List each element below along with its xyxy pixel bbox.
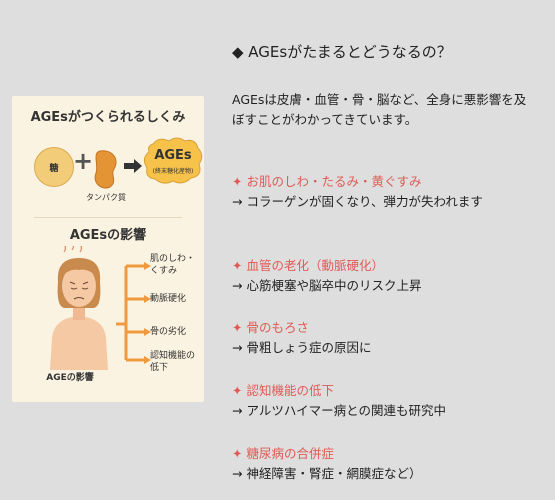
item-desc: → 心筋梗塞や脳卒中のリスク上昇: [232, 278, 422, 293]
protein-label: タンパク質: [86, 193, 126, 202]
effects-title: AGEsの影響: [69, 228, 147, 243]
item-bones: ✦ 骨のもろさ → 骨粗しょう症の原因に: [232, 318, 542, 358]
effects-arrows: [116, 262, 151, 364]
tired-person-illustration: [50, 246, 108, 370]
item-title: ✦ お肌のしわ・たるみ・黄ぐすみ: [232, 174, 422, 189]
item-desc: → コラーゲンが固くなり、弾力が失われます: [232, 194, 483, 209]
item-desc: → アルツハイマー病との関連も研究中: [232, 403, 446, 418]
arrow-right-icon: [124, 159, 142, 173]
ages-blob-shape: [143, 137, 203, 184]
ages-label: AGEs: [154, 148, 192, 163]
item-title: ✦ 認知機能の低下: [232, 383, 334, 398]
effect-skin: 肌のしわ・くすみ: [150, 254, 196, 276]
item-desc: → 骨粗しょう症の原因に: [232, 340, 372, 355]
infographic-title: AGEsがつくられるしくみ: [30, 110, 186, 125]
sugar-circle: 糖: [34, 147, 74, 187]
item-title: ✦ 血管の老化（動脈硬化）: [232, 258, 384, 273]
protein-bean-icon: [94, 150, 117, 189]
person-label: AGEの影響: [46, 373, 94, 383]
plus-icon: +: [73, 147, 94, 175]
effect-bone: 骨の劣化: [150, 327, 187, 337]
item-skin: ✦ お肌のしわ・たるみ・黄ぐすみ → コラーゲンが固くなり、弾力が失われます: [232, 172, 542, 212]
item-title: ✦ 骨のもろさ: [232, 320, 309, 335]
effect-cognitive: 認知機能の低下: [150, 351, 196, 373]
item-vessels: ✦ 血管の老化（動脈硬化） → 心筋梗塞や脳卒中のリスク上昇: [232, 256, 542, 296]
item-desc: → 神経障害・腎症・網膜症など）: [232, 466, 422, 481]
item-diabetes: ✦ 糖尿病の合併症 → 神経障害・腎症・網膜症など）: [232, 444, 542, 484]
ages-sub-label: (終末糖化産物): [152, 168, 194, 175]
item-cognitive: ✦ 認知機能の低下 → アルツハイマー病との関連も研究中: [232, 381, 542, 421]
ages-infographic: AGEsがつくられるしくみ 糖 + タンパク質 AGEs (終末糖化産物) AG…: [12, 96, 204, 402]
item-title: ✦ 糖尿病の合併症: [232, 446, 334, 461]
divider: [34, 217, 182, 218]
effect-arteriosclerosis: 動脈硬化: [150, 294, 187, 304]
section-heading: ◆ AGEsがたまるとどうなるの？: [232, 43, 452, 61]
intro-paragraph: AGEsは皮膚・血管・骨・脳など、全身に悪影響を及ぼすことがわかってきています。: [232, 92, 527, 127]
